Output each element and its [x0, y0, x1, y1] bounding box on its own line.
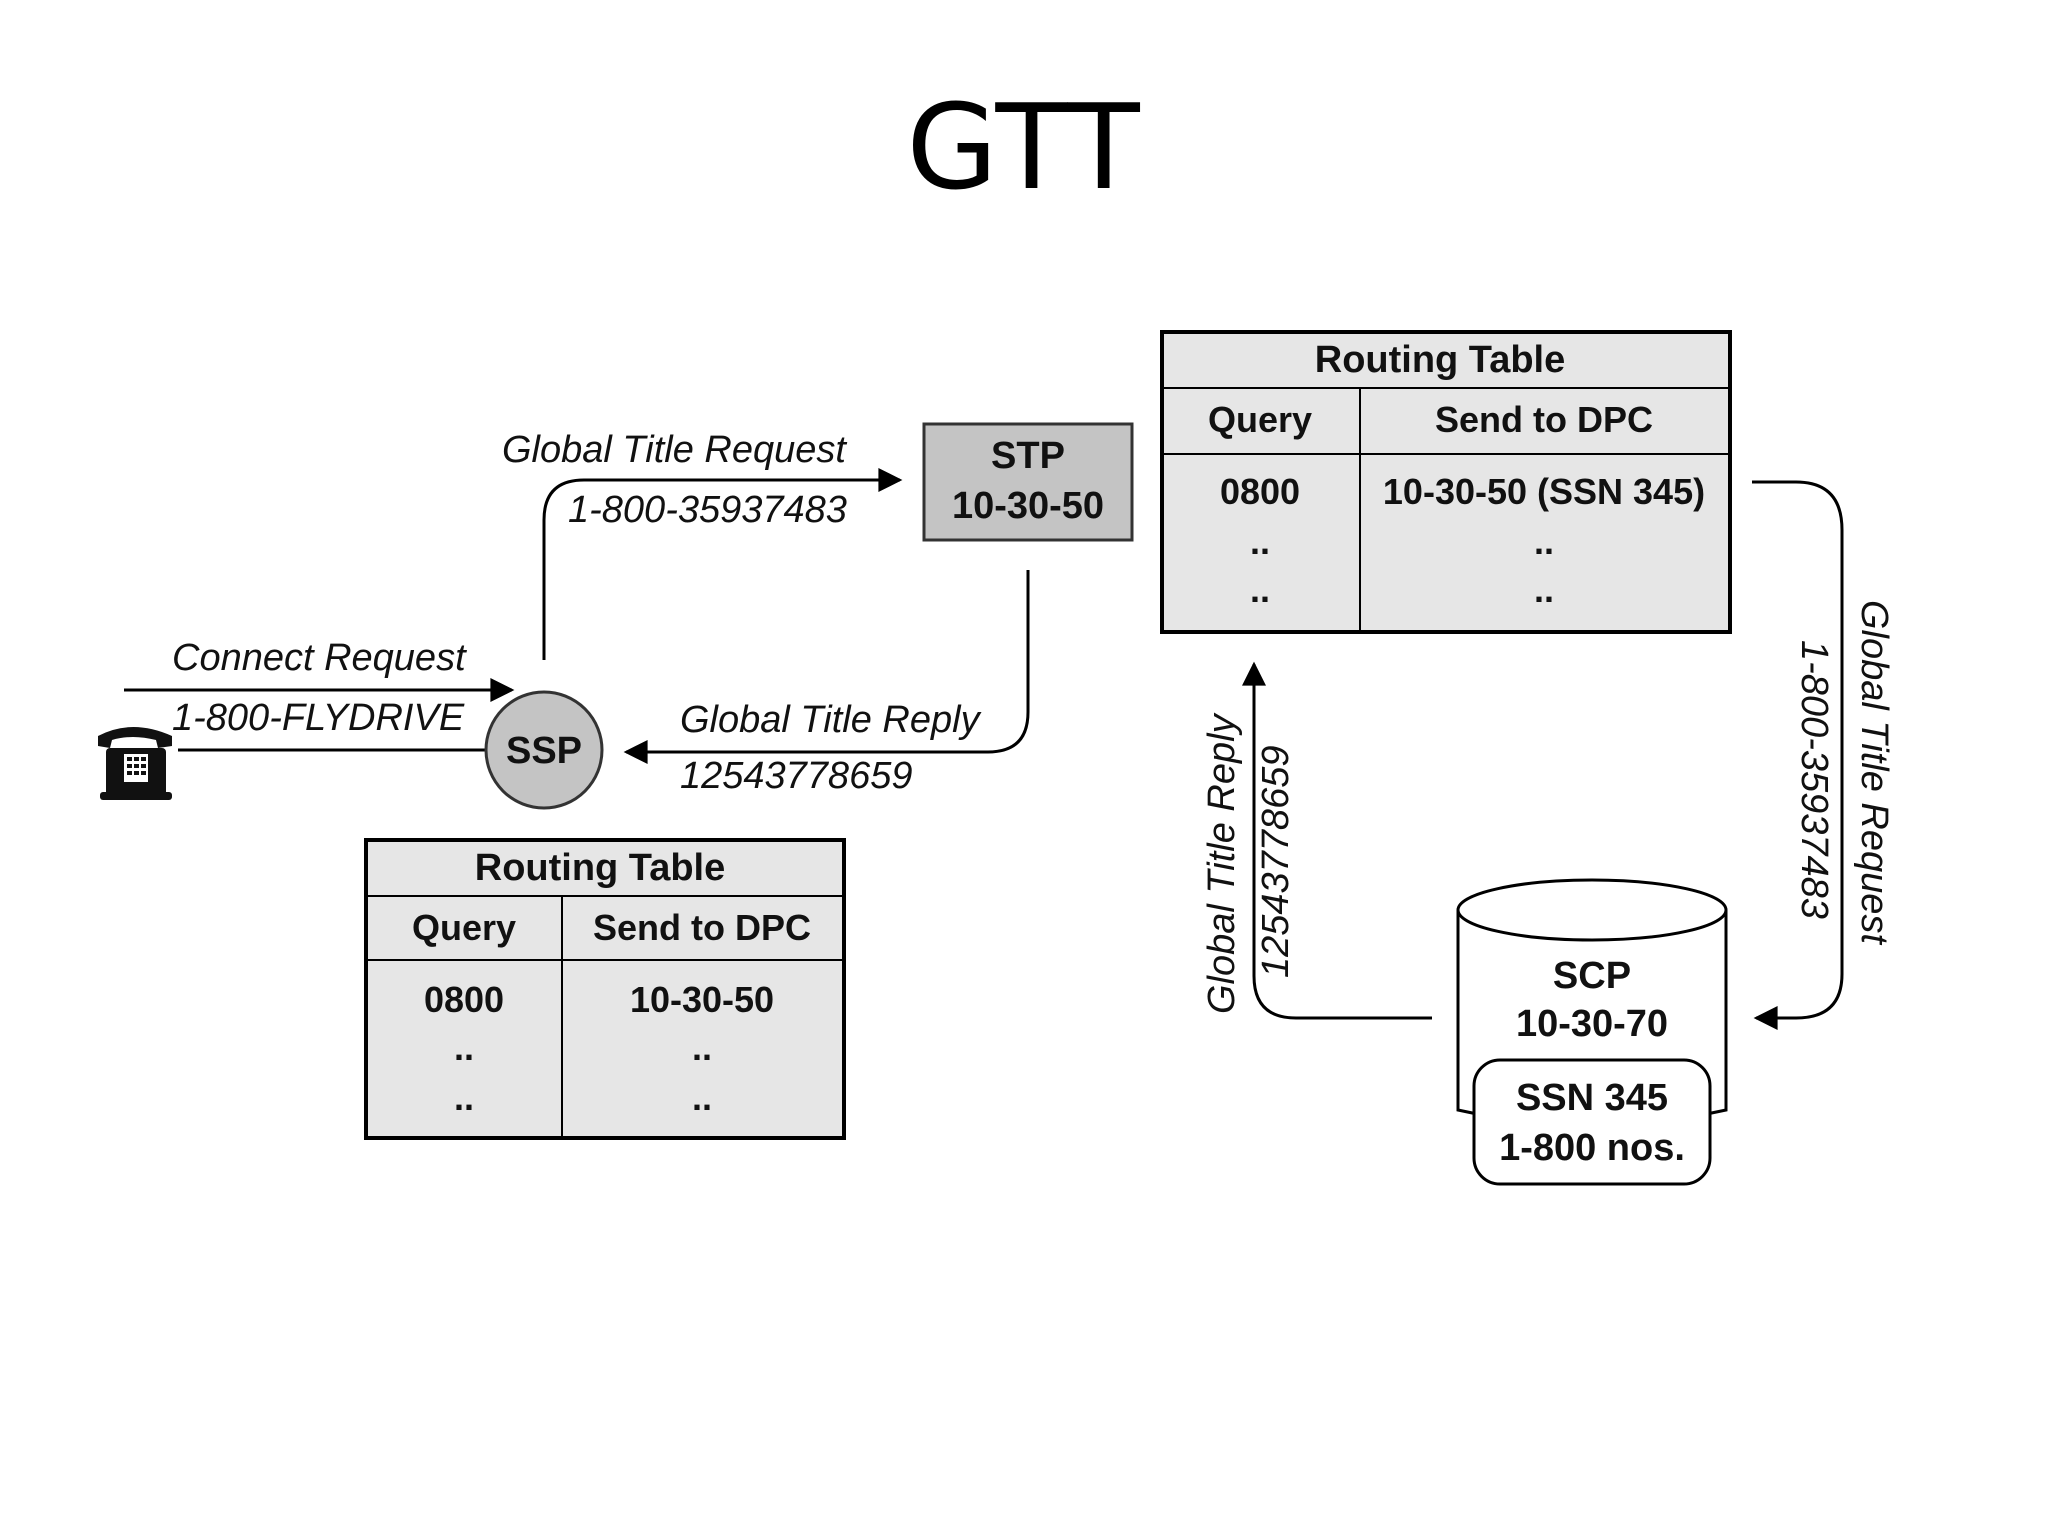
ssn-box: [1472, 1058, 1712, 1186]
gt-request-1-number: 1-800-35937483: [568, 489, 847, 531]
routing-table-stp-cell: 0800: [1220, 471, 1300, 512]
scp-numbers: 1-800 nos.: [1499, 1127, 1685, 1169]
routing-table-ssp-cell: 10-30-50: [630, 979, 774, 1020]
routing-table-stp-cell: ..: [1250, 569, 1270, 610]
gt-reply-1-number: 12543778659: [680, 755, 912, 797]
gt-request-1-label: Global Title Request: [502, 429, 847, 471]
stp-name: STP: [991, 435, 1065, 477]
routing-table-ssp-cell: ..: [454, 1077, 474, 1118]
routing-table-stp-cell: ..: [1250, 521, 1270, 562]
routing-table-ssp-cell: ..: [692, 1027, 712, 1068]
gt-request-2-number: 1-800-35937483: [1793, 640, 1835, 919]
gt-reply-2-label: Global Title Reply: [1201, 712, 1243, 1014]
connect-request-number: 1-800-FLYDRIVE: [172, 697, 465, 739]
stp-node: STP 10-30-50: [922, 422, 1134, 542]
routing-table-ssp-header-query: Query: [412, 907, 516, 948]
routing-table-stp-header-query: Query: [1208, 399, 1312, 440]
gt-reply-1-arrow: [623, 570, 1030, 764]
routing-table-stp-header-dpc: Send to DPC: [1435, 399, 1653, 440]
ssp-label: SSP: [506, 730, 582, 772]
stp-code: 10-30-50: [952, 485, 1104, 527]
ssp-node: SSP: [484, 690, 604, 810]
routing-table-ssp-header-dpc: Send to DPC: [593, 907, 811, 948]
routing-table-stp: Routing Table Query Send to DPC 0800 10-…: [1160, 330, 1732, 634]
telephone-icon: [98, 727, 172, 800]
gt-request-1-arrow: [542, 468, 903, 660]
scp-database: SCP 10-30-70 SSN 345 1-800 nos.: [1456, 878, 1728, 1186]
routing-table-ssp-cell: ..: [454, 1027, 474, 1068]
gt-request-2-label: Global Title Request: [1853, 600, 1895, 945]
connect-request-label: Connect Request: [172, 637, 467, 679]
scp-ssn: SSN 345: [1516, 1077, 1668, 1119]
slide-title: GTT: [906, 78, 1142, 216]
routing-table-ssp-title: Routing Table: [475, 847, 726, 889]
routing-table-stp-cell: 10-30-50 (SSN 345): [1383, 471, 1705, 512]
gt-reply-1-label: Global Title Reply: [680, 699, 982, 741]
routing-table-ssp-cell: ..: [692, 1077, 712, 1118]
scp-code: 10-30-70: [1516, 1003, 1668, 1045]
routing-table-stp-cell: ..: [1534, 569, 1554, 610]
routing-table-stp-cell: ..: [1534, 521, 1554, 562]
gt-request-2-arrow: [1752, 480, 1844, 1030]
gt-reply-2-arrow: [1242, 661, 1432, 1020]
routing-table-ssp: Routing Table Query Send to DPC 0800 10-…: [364, 838, 846, 1140]
routing-table-stp-title: Routing Table: [1315, 339, 1566, 381]
gt-reply-2-number: 12543778659: [1255, 746, 1297, 978]
scp-name: SCP: [1553, 955, 1631, 997]
routing-table-ssp-cell: 0800: [424, 979, 504, 1020]
